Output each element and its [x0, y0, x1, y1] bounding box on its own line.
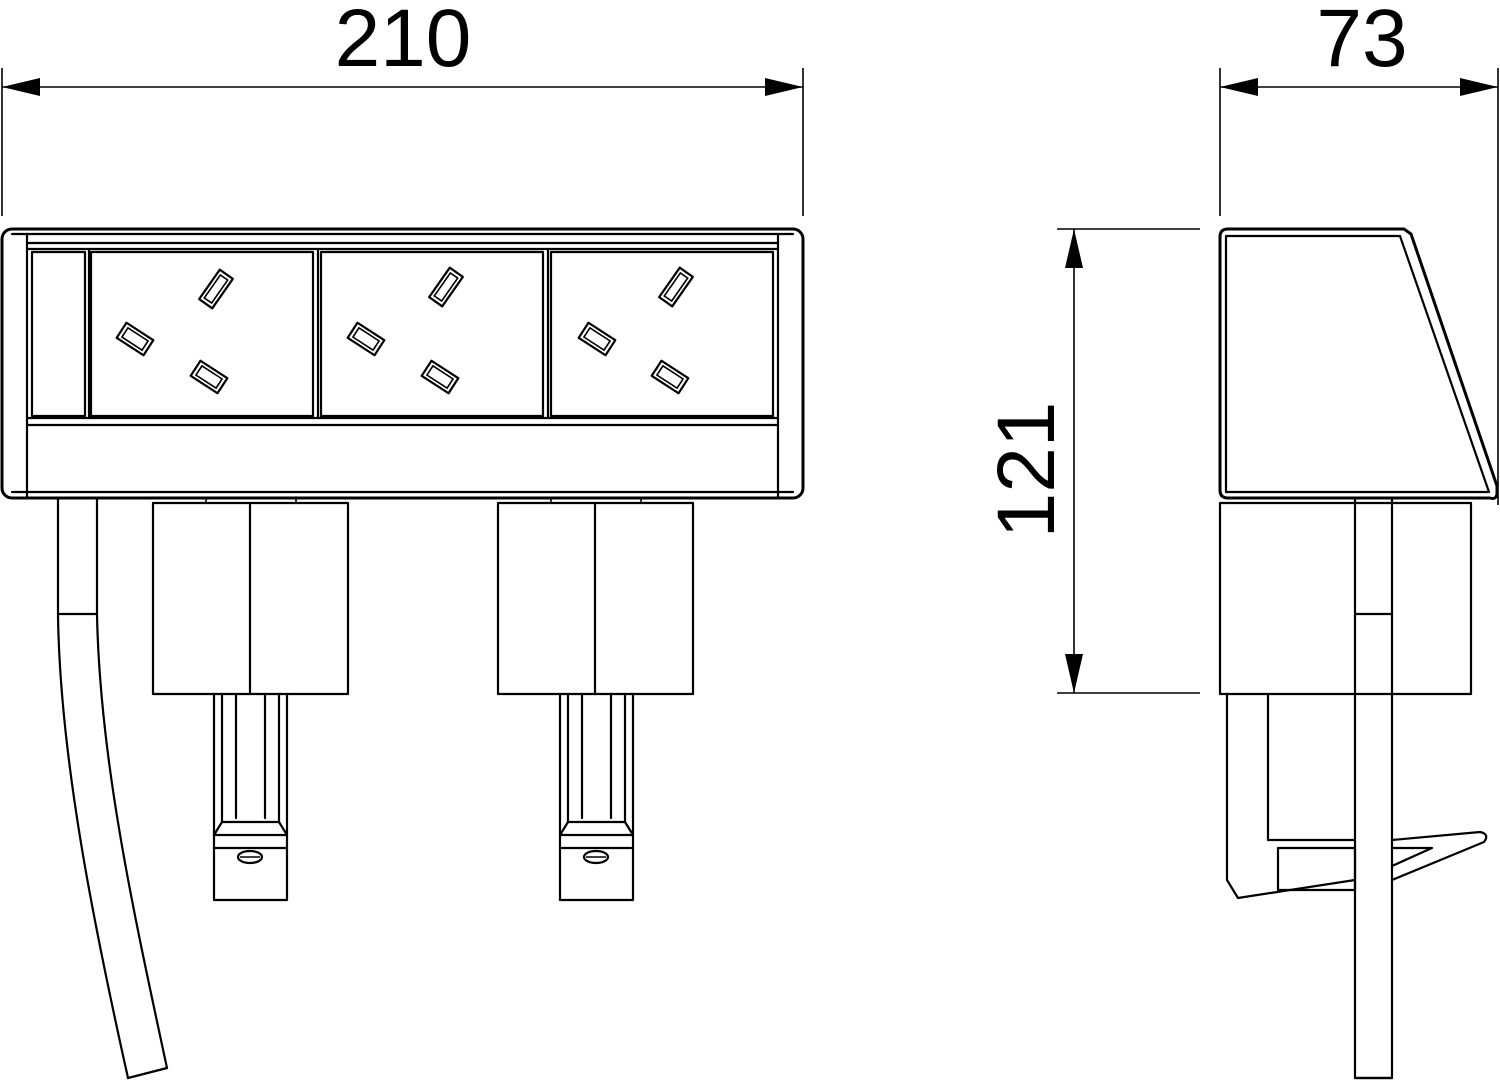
- live-pin-slot: [577, 321, 617, 357]
- clamp-hook: [1225, 692, 1357, 900]
- neutral-pin-slot: [189, 359, 229, 395]
- arrowhead-top: [1065, 229, 1083, 268]
- earth-pin-slot: [198, 268, 234, 310]
- dimension-label-depth: 73: [1316, 0, 1407, 84]
- socket-module-3: [549, 250, 775, 418]
- front-view: [0, 227, 805, 1080]
- clamp-jaw: [1276, 846, 1357, 892]
- clamp-lever-inner: [1390, 846, 1434, 868]
- side-view: [1218, 227, 1499, 1080]
- arrowhead-right: [765, 78, 803, 96]
- socket-frame: [549, 250, 775, 418]
- earth-pin-slot: [658, 266, 694, 308]
- dimension-label-width: 210: [335, 0, 472, 84]
- arrowhead-right: [1460, 78, 1498, 96]
- neutral-pin-slot: [420, 359, 460, 395]
- socket-frame: [319, 250, 545, 418]
- clamp-screw: [582, 849, 610, 865]
- housing-outline: [0, 227, 805, 500]
- live-pin-slot: [346, 321, 386, 357]
- clamp-lever: [1390, 830, 1488, 882]
- power-cable: [56, 496, 169, 1080]
- mounting-clamp-left: [151, 498, 350, 902]
- socket-module-2: [319, 250, 545, 418]
- clamp-hook-inner: [1266, 692, 1357, 842]
- arrowhead-bottom: [1065, 654, 1083, 693]
- socket-frame: [89, 250, 315, 418]
- clamp-screw: [236, 849, 264, 865]
- side-clamp-block: [1218, 501, 1473, 696]
- dimension-depth: 73: [1219, 0, 1499, 505]
- housing-profile-inner: [1224, 234, 1491, 494]
- mounting-clamp-right: [496, 498, 695, 902]
- housing-profile: [1218, 227, 1499, 500]
- live-pin-slot: [115, 321, 155, 357]
- blank-module: [30, 250, 87, 418]
- earth-pin-slot: [428, 266, 464, 308]
- neutral-pin-slot: [650, 359, 690, 395]
- socket-module-1: [89, 250, 315, 418]
- dimension-width: 210: [1, 0, 804, 216]
- dimension-label-height: 121: [981, 402, 1072, 539]
- arrowhead-left: [1220, 78, 1258, 96]
- arrowhead-left: [2, 78, 40, 96]
- dimension-height: 121: [981, 228, 1200, 694]
- clamp-rod: [1353, 496, 1394, 1080]
